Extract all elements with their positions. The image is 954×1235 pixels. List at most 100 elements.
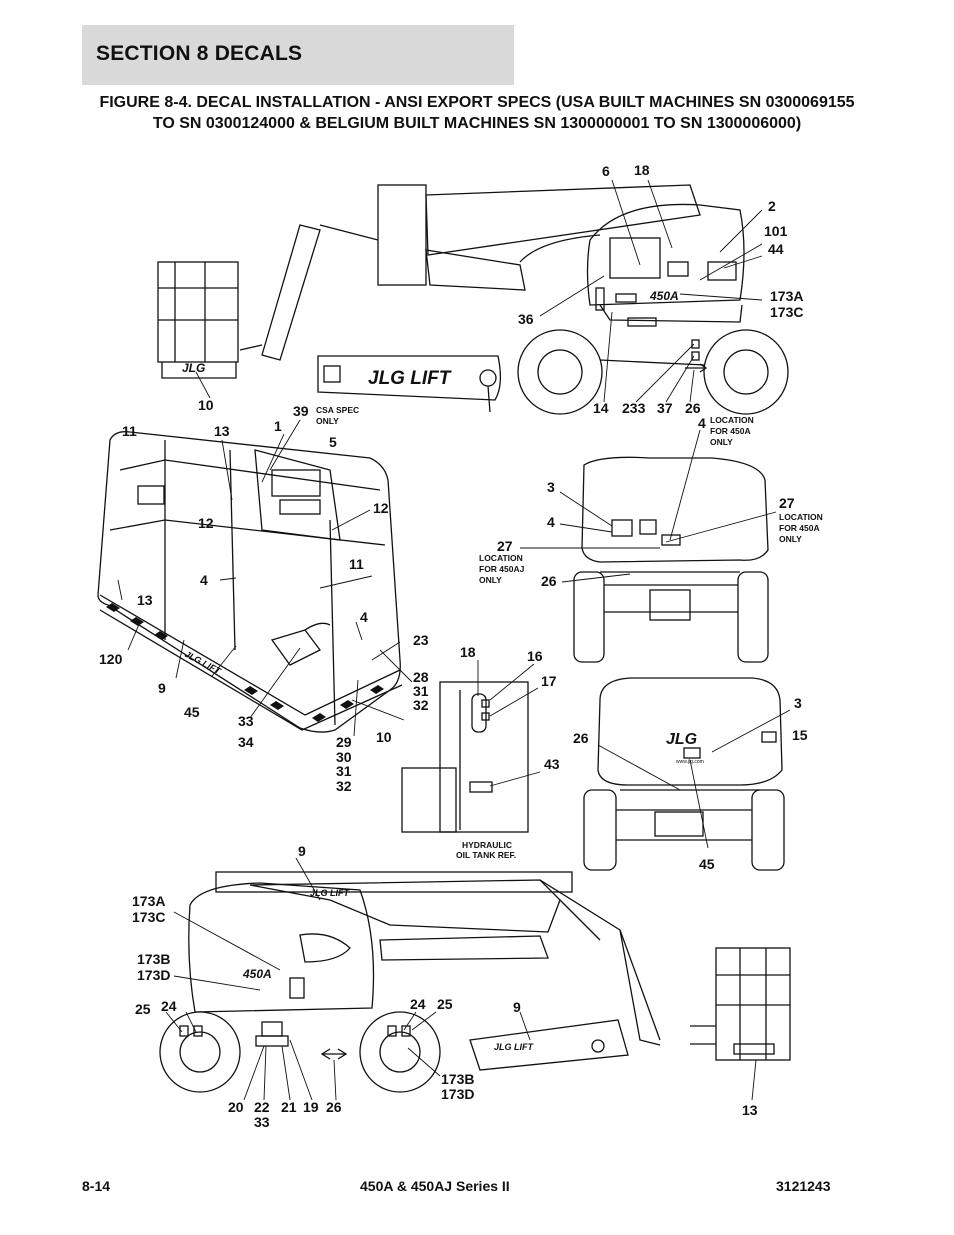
callout-label: 18 [460,644,476,660]
machine-side-view-top [157,184,789,415]
model-badge-top: 450A [649,289,679,303]
callout-label: 173D [137,967,170,983]
callout-label: 29 [336,734,352,750]
website-text: www.jlg.com [676,759,704,765]
callout-label: 19 [303,1099,319,1115]
callout-label: 21 [281,1099,297,1115]
callout-label: 39 [293,403,309,419]
callout-label: 26 [541,573,557,589]
note-loc-450a-top-line: FOR 450A [710,426,751,436]
note-csa-spec-line: ONLY [316,416,339,426]
note-loc-450a-top-line: LOCATION [710,415,754,425]
callout-label: 1 [274,418,282,434]
callout-label: 31 [336,763,352,779]
callout-label: 34 [238,734,254,750]
rear-brand-text: JLG [666,731,697,748]
section-header-band [82,25,514,85]
callout-label: 28 [413,669,429,685]
callout-label: 13 [214,423,230,439]
callout-label: 33 [238,713,254,729]
note-loc-450aj-line: FOR 450AJ [479,564,525,574]
callout-label: 14 [593,400,609,416]
callout-label: 12 [373,500,389,516]
callout-label: 44 [768,241,784,257]
note-hydraulic-line: OIL TANK REF. [456,850,516,860]
model-badge-bottom: 450A [242,967,272,981]
callout-label: 4 [547,514,555,530]
callout-label: 45 [699,856,715,872]
callout-label: 23 [413,632,429,648]
footer-model: 450A & 450AJ Series II [360,1178,510,1194]
callout-label: 20 [228,1099,244,1115]
jib-brand-text: JLG LIFT [494,1042,534,1052]
callout-label: 4 [200,572,208,588]
callout-label: 13 [137,592,153,608]
callout-label: 26 [326,1099,342,1115]
boom-brand-text: JLG LIFT [368,368,452,389]
callout-label: 173B [441,1071,474,1087]
callout-label: 24 [410,996,426,1012]
note-loc-450aj-line: LOCATION [479,553,523,563]
callout-label: 37 [657,400,673,416]
figure-title: FIGURE 8-4. DECAL INSTALLATION - ANSI EX… [99,94,855,132]
callout-label: 2 [768,198,776,214]
callout-label: 12 [198,515,214,531]
callout-label: 233 [622,400,646,416]
callout-label: 26 [573,730,589,746]
callout-label: 5 [329,434,337,450]
platform-basket [97,431,403,733]
callout-label: 26 [685,400,701,416]
callout-label: 30 [336,749,352,765]
callout-label: 25 [437,996,453,1012]
callout-label: 36 [518,311,534,327]
callout-label: 43 [544,756,560,772]
leader-lines [117,179,791,1101]
callout-label: 32 [413,697,429,713]
callout-label: 32 [336,778,352,794]
callout-label: 173A [132,893,165,909]
jib-decal-strip [469,1019,629,1071]
machine-rear-view-lower [583,677,785,871]
callout-label: 11 [349,556,364,572]
machine-side-view-bottom [159,871,791,1093]
section-title: SECTION 8 DECALS [96,42,303,65]
note-hydraulic-line: HYDRAULIC [462,840,512,850]
callout-label: 18 [634,162,650,178]
callout-label: 31 [413,683,429,699]
callout-label: 4 [698,415,706,431]
hydraulic-oil-tank [401,681,529,833]
callout-label: 24 [161,998,177,1014]
bottom-boom-brand-text: JLG LIFT [310,888,350,898]
callout-label: 15 [792,727,808,743]
callout-label: 4 [360,609,368,625]
callout-label: 27 [497,538,513,554]
callout-label: 3 [794,695,802,711]
callout-label: 25 [135,1001,151,1017]
callout-label: 6 [602,163,610,179]
platform-hazard-stripes [106,603,384,722]
note-loc-450a-right-line: FOR 450A [779,523,820,533]
callout-label: 120 [99,651,123,667]
callout-label: 11 [122,423,137,439]
page-number: 8-14 [82,1178,111,1194]
note-loc-450a-top-line: ONLY [710,437,733,447]
note-loc-450a-right-line: ONLY [779,534,802,544]
note-loc-450aj-line: ONLY [479,575,502,585]
callout-label: 9 [158,680,166,696]
callout-label: 45 [184,704,200,720]
callout-label: 17 [541,673,557,689]
callout-label: 173D [441,1086,474,1102]
callout-label: 13 [742,1102,758,1118]
callout-label: 16 [527,648,543,664]
callout-label: 10 [376,729,392,745]
callout-label: 33 [254,1114,270,1130]
callout-label: 173C [770,304,803,320]
callout-label: 9 [298,843,306,859]
callout-label: 10 [198,397,214,413]
machine-rear-view-upper [573,456,769,663]
note-csa-spec-line: CSA SPEC [316,405,359,415]
callout-label: 101 [764,223,788,239]
